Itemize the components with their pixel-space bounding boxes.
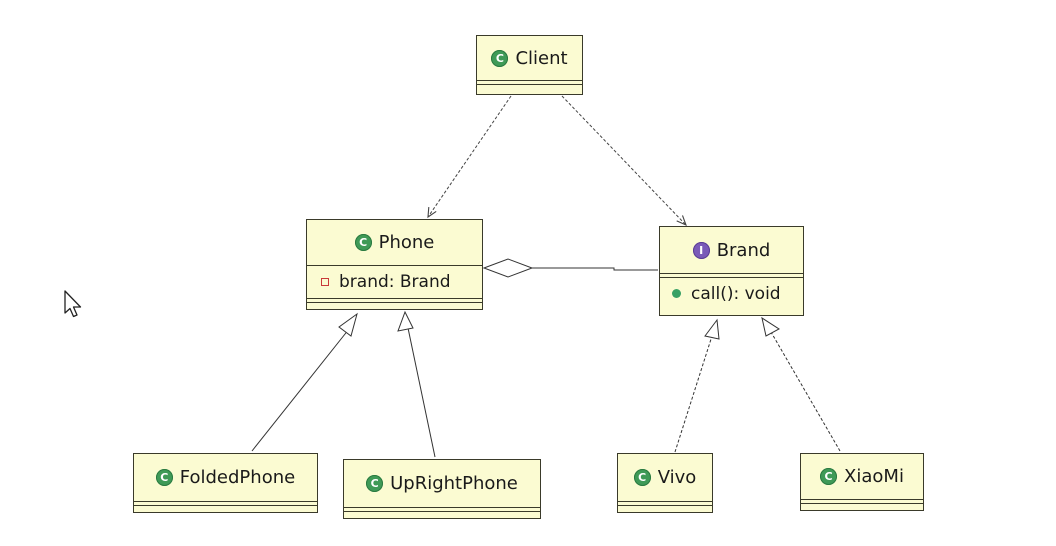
- realization-arrowhead-2: [761, 316, 780, 337]
- class-name: UpRightPhone: [390, 473, 518, 494]
- generalization-uprightphone-phone: [407, 327, 436, 458]
- class-client[interactable]: C Client: [476, 35, 583, 95]
- aggregation-diamond: [482, 258, 534, 278]
- class-icon: C: [155, 469, 173, 486]
- attribute-text: brand: Brand: [339, 272, 451, 292]
- realization-xiaomi-brand: [770, 331, 841, 452]
- operation-text: call(): void: [691, 283, 781, 304]
- interface-name: Brand: [716, 239, 771, 261]
- class-icon: C: [820, 468, 838, 485]
- realization-arrowhead-1: [704, 318, 720, 340]
- dependency-arrowhead-brand: [676, 215, 687, 227]
- generalization-arrowhead-2: [397, 310, 414, 332]
- interface-icon: I: [692, 241, 710, 259]
- class-icon: C: [633, 469, 651, 486]
- class-vivo[interactable]: C Vivo: [617, 453, 713, 513]
- generalization-arrowhead-1: [338, 312, 358, 337]
- generalization-foldedphone-phone: [251, 328, 350, 452]
- class-name: Vivo: [657, 467, 697, 488]
- class-uprightphone[interactable]: C UpRightPhone: [343, 459, 541, 519]
- public-visibility-icon: [672, 289, 681, 298]
- dependency-arrowhead-phone: [427, 207, 437, 219]
- attribute-row[interactable]: brand: Brand: [307, 266, 482, 298]
- class-xiaomi[interactable]: C XiaoMi: [800, 453, 924, 511]
- operation-row[interactable]: call(): void: [660, 278, 803, 309]
- private-visibility-icon: [321, 278, 329, 286]
- interface-brand[interactable]: I Brand call(): void: [659, 226, 804, 316]
- aggregation-line: [532, 267, 658, 271]
- class-phone[interactable]: C Phone brand: Brand: [306, 219, 483, 310]
- class-icon: C: [354, 234, 372, 251]
- mouse-cursor-icon: [64, 290, 82, 318]
- class-name: Phone: [378, 232, 435, 253]
- class-foldedphone[interactable]: C FoldedPhone: [133, 453, 318, 513]
- class-icon: C: [366, 475, 384, 492]
- class-name: XiaoMi: [844, 466, 904, 487]
- dependency-client-phone: [427, 95, 512, 218]
- class-name: FoldedPhone: [179, 467, 296, 488]
- class-icon: C: [491, 49, 509, 67]
- realization-vivo-brand: [674, 335, 713, 453]
- class-name: Client: [515, 47, 568, 69]
- dependency-client-brand: [561, 95, 687, 226]
